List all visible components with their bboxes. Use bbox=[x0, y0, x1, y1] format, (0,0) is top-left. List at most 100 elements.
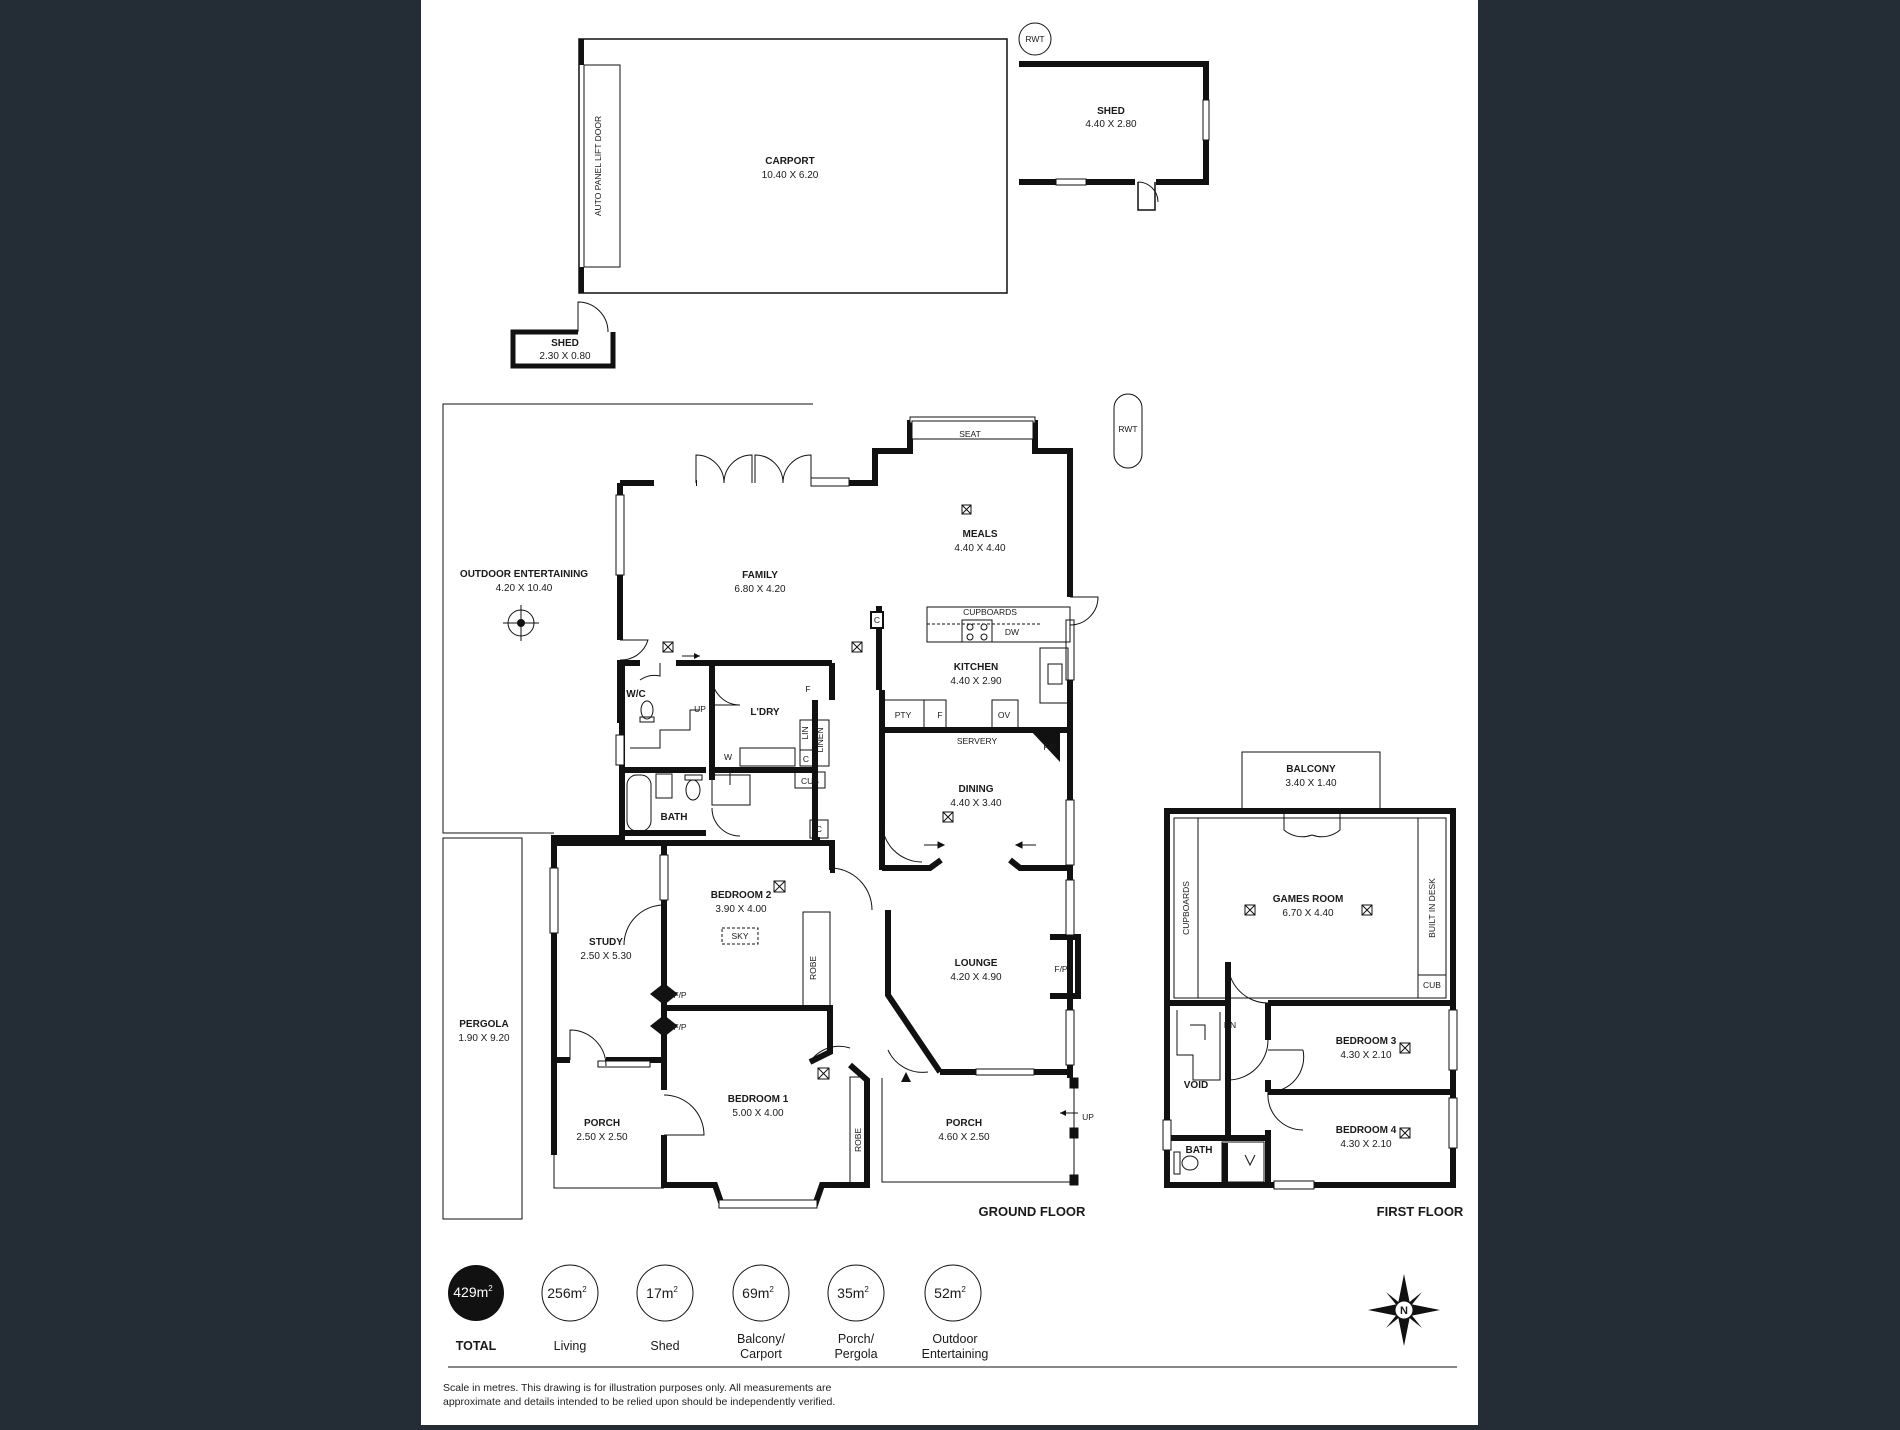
kitchen-cupboards bbox=[879, 606, 1071, 731]
c-bath-label: C bbox=[816, 824, 822, 834]
porch-front bbox=[881, 1077, 1079, 1186]
family-side-door bbox=[619, 639, 649, 661]
study-size: 2.50 X 5.30 bbox=[580, 951, 632, 962]
robe-bedroom1 bbox=[849, 1076, 868, 1186]
bedroom1-name: BEDROOM 1 bbox=[728, 1094, 789, 1105]
area-badge-porch-pergola: 35m2 Porch/ Pergola bbox=[827, 1264, 885, 1361]
cub-ground-label: CUB bbox=[801, 776, 819, 786]
cupboards-label: CUPBOARDS bbox=[963, 607, 1017, 617]
wc-name: W/C bbox=[626, 689, 645, 700]
total-area-label: TOTAL bbox=[456, 1339, 497, 1353]
wc-fixtures bbox=[630, 663, 741, 749]
fireplace-lounge-label: F/P bbox=[1054, 964, 1068, 974]
area-porch-value: 35m2 bbox=[837, 1285, 869, 1301]
first-floor-label: FIRST FLOOR bbox=[1377, 1204, 1464, 1219]
area-living-label: Living bbox=[554, 1339, 587, 1353]
fireplace-bedroom1-label: F/P bbox=[673, 1022, 687, 1032]
pergola-size: 1.90 X 9.20 bbox=[458, 1033, 510, 1044]
study-door bbox=[623, 904, 665, 946]
carport-door-label: AUTO PANEL LIFT DOOR bbox=[593, 116, 603, 216]
meals-size: 4.40 X 4.40 bbox=[954, 543, 1006, 554]
area-badge-outdoor: 52m2 Outdoor Entertaining bbox=[922, 1264, 989, 1361]
disclaimer-line1: Scale in metres. This drawing is for ill… bbox=[443, 1382, 831, 1394]
area-pergola-label: Pergola bbox=[834, 1347, 877, 1361]
carport-name: CARPORT bbox=[765, 156, 814, 167]
pergola-name: PERGOLA bbox=[459, 1019, 508, 1030]
games-room-size: 6.70 X 4.40 bbox=[1282, 908, 1334, 919]
outdoor-entertaining-size: 4.20 X 10.40 bbox=[496, 583, 553, 594]
ceiling-fan-family bbox=[662, 641, 674, 653]
bedroom3-size: 4.30 X 2.10 bbox=[1340, 1050, 1392, 1061]
area-carport-label: Carport bbox=[740, 1347, 782, 1361]
bedroom2-name: BEDROOM 2 bbox=[711, 890, 772, 901]
lin-label: LIN bbox=[800, 726, 810, 739]
total-area-badge: 429m2 TOTAL bbox=[448, 1265, 504, 1353]
cub-first-label: CUB bbox=[1423, 980, 1441, 990]
entry-arrow bbox=[901, 1072, 911, 1082]
bath-door bbox=[711, 807, 741, 837]
family-french-doors bbox=[695, 454, 812, 484]
area-shed-value: 17m2 bbox=[646, 1285, 678, 1301]
area-badge-balcony-carport: 69m2 Balcony/ Carport bbox=[732, 1264, 790, 1361]
bedroom2-size: 3.90 X 4.00 bbox=[715, 904, 767, 915]
rwt-label: RWT bbox=[1025, 34, 1044, 44]
oven-label: OV bbox=[998, 710, 1011, 720]
shed-large-name: SHED bbox=[1097, 106, 1125, 117]
area-badge-living: 256m2 Living bbox=[541, 1264, 599, 1353]
kitchen-name: KITCHEN bbox=[954, 662, 998, 673]
bedroom1-porch-door bbox=[663, 1094, 705, 1136]
rwt-side-label: RWT bbox=[1118, 424, 1137, 434]
dishwasher-label: DW bbox=[1005, 627, 1019, 637]
linen-label: LINEN bbox=[815, 727, 825, 752]
ground-floor-walls bbox=[551, 420, 1081, 1208]
study-porch-door bbox=[569, 1029, 607, 1067]
bath-first-name: BATH bbox=[1185, 1145, 1212, 1156]
lounge-size: 4.20 X 4.90 bbox=[950, 972, 1002, 983]
washer-label: W bbox=[724, 752, 732, 762]
study-name: STUDY bbox=[589, 937, 623, 948]
dining-sliding-arrows bbox=[924, 841, 1036, 849]
robe-bedroom1-label: ROBE bbox=[853, 1128, 863, 1152]
area-balcony-label: Balcony/ bbox=[737, 1332, 785, 1346]
area-entertaining-label: Entertaining bbox=[922, 1347, 989, 1361]
porch-front-name: PORCH bbox=[946, 1118, 982, 1129]
robe-bedroom2-label: ROBE bbox=[808, 956, 818, 980]
compass-icon: N bbox=[1368, 1274, 1440, 1346]
floorplan-sheet: AUTO PANEL LIFT DOOR CARPORT 10.40 X 6.2… bbox=[421, 0, 1478, 1425]
meals-side-door bbox=[1069, 596, 1099, 626]
ceiling-fan-corridor bbox=[851, 641, 863, 653]
balcony-name: BALCONY bbox=[1286, 764, 1336, 775]
porch-up-label: UP bbox=[1082, 1112, 1094, 1122]
bath-ground-name: BATH bbox=[660, 812, 687, 823]
c-cupboard-family bbox=[870, 611, 884, 629]
fridge-label: F bbox=[937, 710, 942, 720]
skylight-label: SKY bbox=[731, 931, 748, 941]
family-name: FAMILY bbox=[742, 570, 778, 581]
dining-name: DINING bbox=[959, 784, 994, 795]
kitchen-size: 4.40 X 2.90 bbox=[950, 676, 1002, 687]
seat-label: SEAT bbox=[959, 429, 981, 439]
porch-front-size: 4.60 X 2.50 bbox=[938, 1132, 990, 1143]
total-area-value: 429m2 bbox=[453, 1284, 493, 1300]
outdoor-entertaining: OUTDOOR ENTERTAINING 4.20 X 10.40 bbox=[442, 403, 813, 834]
bedroom3-name: BEDROOM 3 bbox=[1336, 1036, 1397, 1047]
bedroom1-size: 5.00 X 4.00 bbox=[732, 1108, 784, 1119]
c-laundry-label: C bbox=[803, 754, 809, 764]
servery-label: SERVERY bbox=[957, 736, 998, 746]
porch-up-arrow bbox=[1060, 1110, 1078, 1116]
area-living-value: 256m2 bbox=[547, 1285, 587, 1301]
bedroom4-name: BEDROOM 4 bbox=[1336, 1125, 1397, 1136]
c-family-label: C bbox=[874, 615, 880, 625]
lounge-door bbox=[887, 1049, 929, 1073]
void-name: VOID bbox=[1184, 1080, 1208, 1091]
rainwater-tank-top: RWT bbox=[1018, 22, 1052, 56]
disclaimer-line2: approximate and details intended to be r… bbox=[443, 1396, 835, 1408]
shed-small: SHED 2.30 X 0.80 bbox=[510, 301, 616, 369]
fireplace-bedroom2 bbox=[650, 983, 678, 1005]
laundry-fixtures bbox=[739, 719, 830, 767]
skylight bbox=[721, 927, 759, 945]
bedroom1-door bbox=[809, 1045, 851, 1063]
first-floor-windows bbox=[1162, 1009, 1458, 1190]
area-porch-label: Porch/ bbox=[838, 1332, 875, 1346]
family-size: 6.80 X 4.20 bbox=[734, 584, 786, 595]
